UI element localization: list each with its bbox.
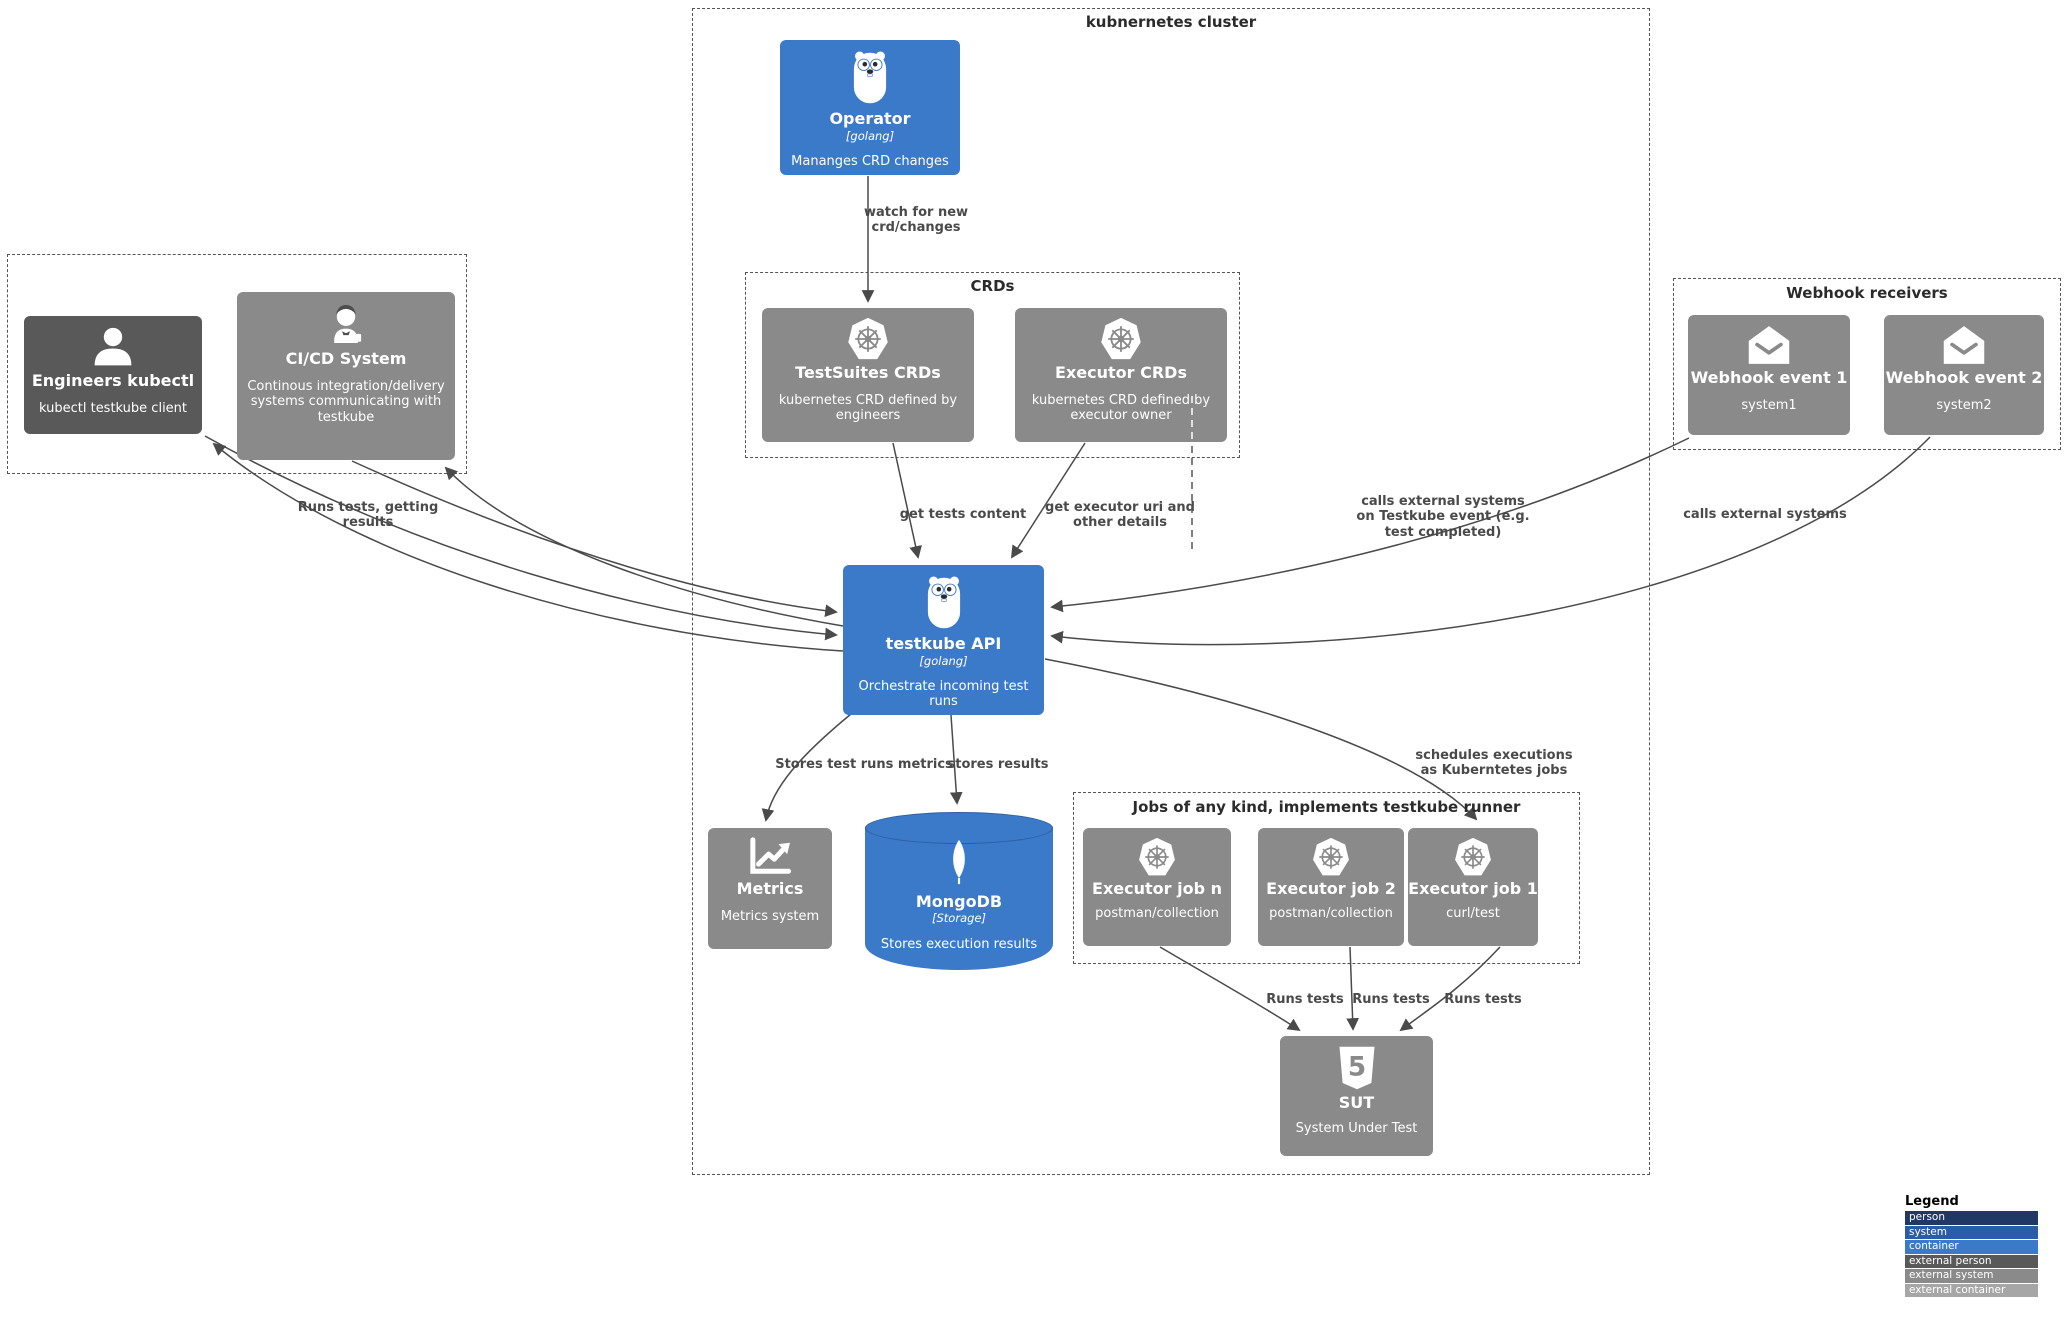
legend-row-external-system: external system [1905, 1269, 2038, 1283]
envelope-icon [1746, 324, 1792, 366]
legend-row-external-container: external container [1905, 1283, 2038, 1297]
edge-label-calls-event: calls external systems on Testkube event… [1356, 494, 1530, 540]
legend-label: system [1909, 1225, 1947, 1238]
node-executor-crds: Executor CRDs kubernetes CRD defined by … [1015, 308, 1227, 442]
node-body: Metrics system [720, 908, 820, 924]
node-title: CI/CD System [285, 349, 407, 368]
node-tech: [Storage] [932, 911, 986, 925]
node-title: Webhook event 2 [1885, 368, 2043, 387]
envelope-icon [1941, 324, 1987, 366]
node-tech: [golang] [845, 128, 895, 143]
gopher-icon [847, 49, 893, 107]
node-title: Metrics [736, 879, 804, 898]
legend-label: external container [1909, 1283, 2006, 1296]
node-body: Mananges CRD changes [791, 153, 949, 169]
edge-label-stores-results: stores results [947, 757, 1049, 772]
legend-label: external system [1909, 1269, 1994, 1281]
node-webhook2: Webhook event 2 system2 [1884, 315, 2044, 435]
node-cicd: CI/CD System Continous integration/deliv… [237, 292, 455, 460]
legend-label: person [1909, 1211, 1945, 1223]
edge-label-watch: watch for new crd/changes [863, 205, 969, 236]
node-title: TestSuites CRDs [795, 363, 941, 382]
node-body: kubernetes CRD defined by engineers [778, 392, 958, 424]
legend-row-system: system [1905, 1225, 2038, 1239]
node-body: curl/test [1446, 905, 1500, 921]
legend-row-container: container [1905, 1240, 2038, 1254]
node-body: system1 [1741, 397, 1797, 413]
node-webhook1: Webhook event 1 system1 [1688, 315, 1850, 435]
legend-title: Legend [1905, 1194, 1959, 1209]
edge-label-runs-tests-2: Runs tests [1352, 992, 1430, 1007]
edge-label-schedules: schedules executions as Kuberntetes jobs [1415, 748, 1573, 779]
person-icon [90, 325, 136, 369]
node-title: Executor job n [1092, 879, 1222, 898]
edge-label-get-tests: get tests content [899, 507, 1027, 522]
node-mongodb: MongoDB [Storage] Stores execution resul… [865, 812, 1053, 970]
node-testsuites-crds: TestSuites CRDs kubernetes CRD defined b… [762, 308, 974, 442]
cluster-webhooks-label: Webhook receivers [1786, 284, 1948, 302]
cluster-kubernetes-label: kubnernetes cluster [1085, 13, 1257, 31]
node-title: MongoDB [915, 892, 1003, 911]
node-title: SUT [1338, 1093, 1375, 1112]
node-operator: Operator [golang] Mananges CRD changes [780, 40, 960, 175]
edge-label-runs-tests-n: Runs tests [1266, 992, 1344, 1007]
legend: Legend person system container external … [1905, 1194, 2038, 1298]
node-title: Executor job 2 [1266, 879, 1396, 898]
mongodb-leaf-icon [946, 838, 972, 890]
node-body: Continous integration/delivery systems c… [247, 378, 445, 426]
svg-text:5: 5 [1347, 1053, 1365, 1083]
node-body: postman/collection [1269, 905, 1393, 921]
html5-icon: 5 [1337, 1045, 1377, 1091]
node-title: Executor job 1 [1408, 879, 1538, 898]
legend-label: external person [1909, 1254, 1992, 1267]
gopher-icon [921, 574, 967, 632]
edge-label-calls-external: calls external systems [1683, 507, 1847, 522]
metrics-chart-icon [747, 837, 793, 877]
node-body: System Under Test [1295, 1120, 1418, 1136]
node-body: kubectl testkube client [38, 400, 188, 416]
node-title: Engineers kubectl [31, 371, 195, 390]
node-body: postman/collection [1095, 905, 1219, 921]
node-sut: 5 SUT System Under Test [1280, 1036, 1433, 1156]
node-title: Executor CRDs [1055, 363, 1187, 382]
cluster-crds [745, 272, 1240, 458]
node-body: Orchestrate incoming test runs [858, 678, 1029, 710]
node-title: testkube API [885, 634, 1002, 653]
cluster-jobs-label: Jobs of any kind, implements testkube ru… [1132, 798, 1521, 816]
node-metrics: Metrics Metrics system [708, 828, 832, 949]
kubernetes-icon [1452, 837, 1494, 877]
cluster-crds-label: CRDs [970, 277, 1015, 295]
edge-label-get-executor: get executor uri and other details [1045, 500, 1195, 531]
kubernetes-icon [1098, 317, 1144, 361]
legend-row-external-person: external person [1905, 1254, 2038, 1268]
kubernetes-icon [1136, 837, 1178, 877]
kubernetes-icon [1310, 837, 1352, 877]
edge-label-stores-metrics: Stores test runs metrics [775, 757, 953, 772]
node-executor-job-1: Executor job 1 curl/test [1408, 828, 1538, 946]
node-tech: [golang] [919, 653, 968, 668]
node-testkube-api: testkube API [golang] Orchestrate incomi… [843, 565, 1044, 715]
node-engineers: Engineers kubectl kubectl testkube clien… [24, 316, 202, 434]
node-title: Operator [829, 109, 911, 128]
node-executor-job-2: Executor job 2 postman/collection [1258, 828, 1404, 946]
edge-label-runs-results: Runs tests, getting results [297, 500, 439, 531]
node-title: Webhook event 1 [1690, 368, 1848, 387]
legend-row-person: person [1905, 1211, 2038, 1225]
legend-label: container [1909, 1240, 1959, 1252]
node-body: system2 [1936, 397, 1992, 413]
node-body: Stores execution results [880, 937, 1038, 952]
node-executor-job-n: Executor job n postman/collection [1083, 828, 1231, 946]
edge-label-runs-tests-1: Runs tests [1444, 992, 1522, 1007]
node-body: kubernetes CRD defined by executor owner [1031, 392, 1211, 424]
butler-icon [326, 301, 366, 347]
kubernetes-icon [845, 317, 891, 361]
